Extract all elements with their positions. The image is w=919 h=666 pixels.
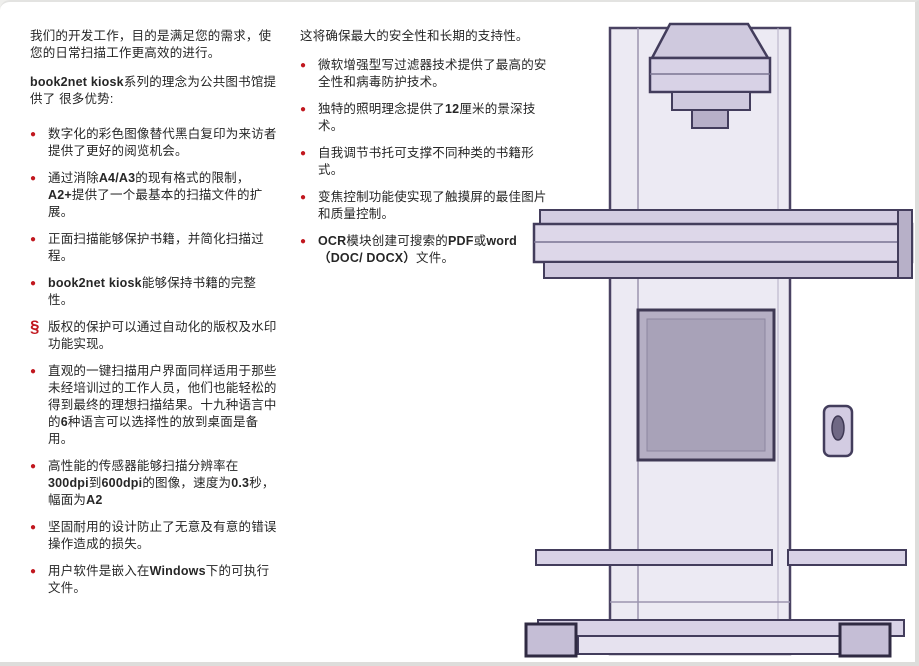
list-item: ● 通过消除A4/A3的现有格式的限制，A2+提供了一个最基本的扫描文件的扩展。	[30, 170, 278, 221]
list-item: ● 直观的一键扫描用户界面同样适用于那些未经培训过的工作人员，他们也能轻松的得到…	[30, 363, 278, 448]
list-item-text: 用户软件是嵌入在Windows下的可执行文件。	[48, 564, 270, 595]
section-sign-icon: §	[30, 317, 40, 336]
list-item-text: 自我调节书托可支撑不同种类的书籍形式。	[318, 146, 534, 177]
list-item: ● OCR模块创建可搜索的PDF或word（DOC/ DOCX）文件。	[300, 233, 554, 267]
list-item: ● 微软增强型写过滤器技术提供了最高的安全性和病毒防护技术。	[300, 57, 554, 91]
scanner-handle	[822, 404, 854, 458]
list-item-text: 高性能的传感器能够扫描分辨率在300dpi到600dpi的图像，速度为0.3秒，…	[48, 459, 275, 507]
bullet-icon: ●	[300, 236, 307, 247]
list-item: ● book2net kiosk能够保持书籍的完整性。	[30, 275, 278, 309]
bullet-icon: ●	[30, 366, 37, 377]
list-item-text: 通过消除A4/A3的现有格式的限制，A2+提供了一个最基本的扫描文件的扩展。	[48, 171, 263, 219]
bullet-icon: ●	[30, 566, 37, 577]
bullet-icon: ●	[30, 278, 37, 289]
list-item-text: 正面扫描能够保护书籍，并简化扫描过程。	[48, 232, 264, 263]
list-item-text: 独特的照明理念提供了12厘米的景深技术。	[318, 102, 536, 133]
bullet-icon: ●	[30, 522, 37, 533]
bullet-icon: ●	[30, 129, 37, 140]
scanner-illustration	[524, 22, 914, 658]
intro-paragraph: 我们的开发工作，目的是满足您的需求，使您的日常扫描工作更高效的进行。	[30, 29, 272, 60]
advantages-list-left: ● 数字化的彩色图像替代黑白复印为来访者提供了更好的阅览机会。 ● 通过消除A4…	[30, 126, 278, 597]
scanner-base	[524, 619, 905, 658]
list-item-text: 数字化的彩色图像替代黑白复印为来访者提供了更好的阅览机会。	[48, 127, 277, 158]
list-item: ● 正面扫描能够保护书籍，并简化扫描过程。	[30, 231, 278, 265]
scanner-crossbar	[532, 209, 914, 279]
list-item-text: book2net kiosk能够保持书籍的完整性。	[48, 276, 257, 307]
bullet-icon: ●	[300, 104, 307, 115]
bullet-icon: ●	[300, 148, 307, 159]
scanner-head	[648, 22, 772, 129]
list-item-text: 坚固耐用的设计防止了无意及有意的错误操作造成的损失。	[48, 520, 277, 551]
list-item: § 版权的保护可以通过自动化的版权及水印功能实现。	[30, 317, 278, 353]
bullet-icon: ●	[300, 192, 307, 203]
list-item: ● 用户软件是嵌入在Windows下的可执行文件。	[30, 563, 278, 597]
list-item: ● 自我调节书托可支撑不同种类的书籍形式。	[300, 145, 554, 179]
list-item-text: 直观的一键扫描用户界面同样适用于那些未经培训过的工作人员，他们也能轻松的得到最终…	[48, 364, 277, 446]
list-item: ● 独特的照明理念提供了12厘米的景深技术。	[300, 101, 554, 135]
list-item: ● 坚固耐用的设计防止了无意及有意的错误操作造成的损失。	[30, 519, 278, 553]
list-item: ● 变焦控制功能使实现了触摸屏的最佳图片和质量控制。	[300, 189, 554, 223]
intro-paragraph: 这将确保最大的安全性和长期的支持性。	[300, 29, 529, 43]
lead-paragraph: book2net kiosk系列的理念为公共图书馆提供了 很多优势:	[30, 75, 277, 106]
bullet-icon: ●	[30, 234, 37, 245]
list-item: ● 高性能的传感器能够扫描分辨率在300dpi到600dpi的图像，速度为0.3…	[30, 458, 278, 509]
middle-text-column: 这将确保最大的安全性和长期的支持性。 ● 微软增强型写过滤器技术提供了最高的安全…	[300, 28, 554, 267]
advantages-list-right: ● 微软增强型写过滤器技术提供了最高的安全性和病毒防护技术。 ● 独特的照明理念…	[300, 57, 554, 267]
list-item-text: 微软增强型写过滤器技术提供了最高的安全性和病毒防护技术。	[318, 58, 547, 89]
left-text-column: 我们的开发工作，目的是满足您的需求，使您的日常扫描工作更高效的进行。 book2…	[30, 28, 278, 597]
bullet-icon: ●	[30, 461, 37, 472]
list-item-text: OCR模块创建可搜索的PDF或word（DOC/ DOCX）文件。	[318, 234, 517, 265]
list-item-text: 变焦控制功能使实现了触摸屏的最佳图片和质量控制。	[318, 190, 547, 221]
scanner-touchscreen	[636, 308, 776, 462]
scanner-book-shelf	[535, 549, 907, 566]
list-item-text: 版权的保护可以通过自动化的版权及水印功能实现。	[48, 320, 277, 351]
list-item: ● 数字化的彩色图像替代黑白复印为来访者提供了更好的阅览机会。	[30, 126, 278, 160]
bullet-icon: ●	[30, 173, 37, 184]
bullet-icon: ●	[300, 60, 307, 71]
